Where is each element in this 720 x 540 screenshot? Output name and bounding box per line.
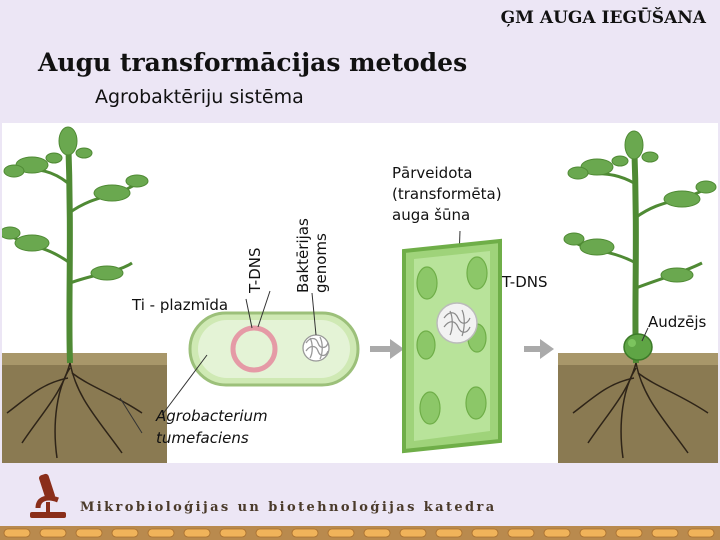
label-tumor: Audzējs	[648, 313, 707, 331]
label-agrobacterium-line-2: tumefaciens	[156, 429, 249, 447]
arrow-to-plant	[524, 339, 554, 359]
label-agrobacterium-line-1: Agrobacterium	[156, 407, 268, 425]
ti-plasmid-ring	[230, 325, 278, 373]
agrobacterium-cell	[188, 311, 360, 387]
agrobacterium-transformation-diagram: T-DNS Baktērijas genoms Ti - plazmīda Pā…	[2, 123, 718, 463]
label-agrobacterium: Agrobacterium tumefaciens	[156, 405, 268, 449]
right-roots	[572, 362, 709, 459]
label-t-dns-right: T-DNS	[502, 273, 548, 291]
label-bacterial-genome-line-1: Baktērijas	[294, 218, 312, 293]
footer-decorative-strip	[0, 526, 720, 540]
pointer-genome	[311, 292, 317, 336]
microscope-icon	[30, 473, 66, 518]
label-transformed-cell-line-3: auga šūna	[392, 206, 471, 224]
bacterial-genome-coil	[302, 334, 330, 362]
arrow-to-cell	[370, 339, 404, 359]
label-bacterial-genome: Baktērijas genoms	[294, 218, 330, 293]
pointer-ti-plasmid	[245, 298, 253, 329]
pointer-t-dns-left	[257, 290, 271, 328]
label-transformed-cell-line-2: (transformēta)	[392, 185, 502, 203]
transformed-plant-cell	[402, 238, 502, 454]
pointer-agrobacterium	[161, 354, 208, 416]
cell-nucleus	[436, 302, 478, 344]
slide-subtitle: Agrobaktēriju sistēma	[95, 86, 304, 108]
label-bacterial-genome-line-2: genoms	[312, 233, 330, 293]
footer-department: Mikrobioloģijas un biotehnoloģijas kated…	[80, 500, 497, 515]
pointer-tumor	[641, 327, 649, 342]
diagram-artwork	[2, 126, 718, 463]
label-t-dns-left: T-DNS	[246, 247, 264, 294]
label-transformed-cell-line-1: Pārveidota	[392, 164, 473, 182]
soil-left	[2, 353, 167, 463]
pointer-roots	[119, 397, 143, 434]
slide-title: Augu transformācijas metodes	[38, 48, 468, 77]
tumor-gall	[623, 333, 653, 361]
slide-footer	[0, 468, 720, 540]
label-transformed-cell: Pārveidota (transformēta) auga šūna	[392, 163, 502, 226]
header-top-title: ĢM AUGA IEGŪŠANA	[500, 8, 706, 28]
slide-header: ĢM AUGA IEGŪŠANA Augu transformācijas me…	[0, 0, 720, 122]
left-roots	[6, 362, 143, 459]
left-tomato-plant	[2, 126, 149, 364]
label-ti-plasmid: Ti - plazmīda	[132, 296, 229, 314]
